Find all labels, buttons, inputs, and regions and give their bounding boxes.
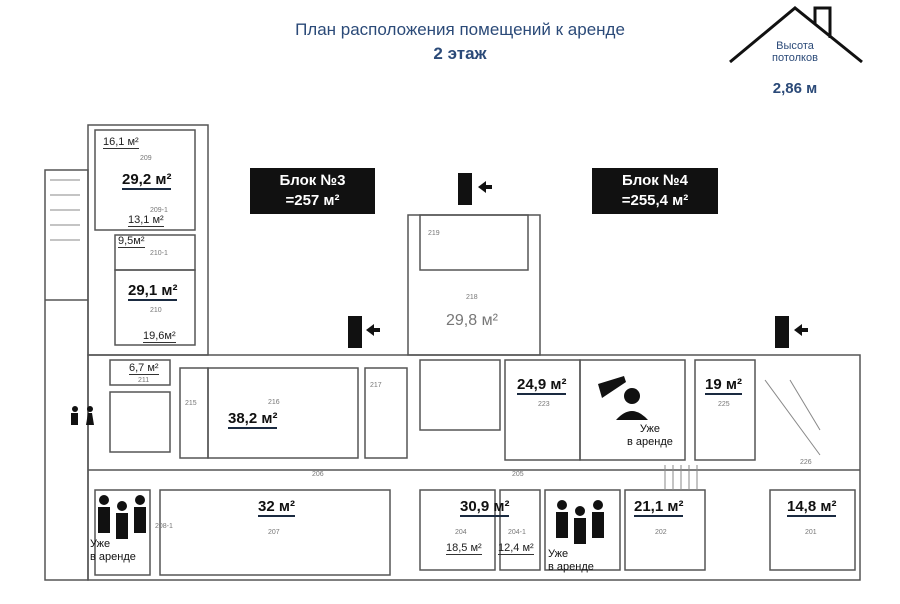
room-number: 201 [805,529,817,536]
block-3-label: Блок №3 =257 м² [250,168,375,214]
room-area: 24,9 м² [517,376,567,395]
room-number: 202 [655,529,667,536]
room-area: 21,1 м² [634,498,684,517]
block-area: =255,4 м² [621,192,689,209]
room-area: 18,5 м² [446,542,482,555]
room-number: 206 [312,471,324,478]
room-area: 12,4 м² [498,542,534,555]
roof-icon [729,6,863,64]
walls [44,124,861,581]
room-area: 38,2 м² [228,410,278,429]
room-number: 209-1 [150,207,168,214]
room-number: 223 [538,401,550,408]
room-area: 19,6м² [143,330,176,343]
room-area: 9,5м² [118,235,145,248]
room-number: 210 [150,307,162,314]
room-area: 29,2 м² [122,171,172,190]
exit-icon [348,173,808,348]
block-name: Блок №3 [279,172,346,189]
room-number: 225 [718,401,730,408]
block-name: Блок №4 [621,172,688,189]
room-area: 6,7 м² [129,362,159,375]
block-area: =257 м² [285,192,340,209]
room-number: 204-1 [508,529,526,536]
room-number: 205 [512,471,524,478]
restroom-icon [71,406,94,425]
room-number: 215 [185,400,197,407]
room-number: 216 [268,399,280,406]
room-area: 13,1 м² [128,214,164,227]
room-number: 209 [140,155,152,162]
room-number: 211 [138,377,149,384]
room-number: 210-1 [150,250,168,257]
room-number: 207 [268,529,280,536]
plan-title: План расположения помещений к аренде [295,20,625,39]
room-area: 19 м² [705,376,742,395]
block-4-label: Блок №4 =255,4 м² [592,168,718,214]
room-area: 14,8 м² [787,498,837,517]
room-number: 208-1 [155,523,173,530]
room-area: 16,1 м² [103,136,139,149]
people-icon [98,495,604,544]
room-number: 226 [800,459,812,466]
floor-label: 2 этаж [433,44,487,63]
stairs [50,179,821,490]
ceiling-height: 2,86 м [772,80,818,97]
room-area: 29,1 м² [128,282,178,301]
airplane-manager-icon [598,376,648,420]
room-number: 204 [455,529,467,536]
room-number: 219 [428,230,440,237]
room-number: 217 [370,382,382,389]
room-area: 30,9 м² [460,498,510,517]
room-area: 32 м² [258,498,295,517]
room-number: 218 [466,294,478,301]
room-area: 29,8 м² [446,312,498,329]
